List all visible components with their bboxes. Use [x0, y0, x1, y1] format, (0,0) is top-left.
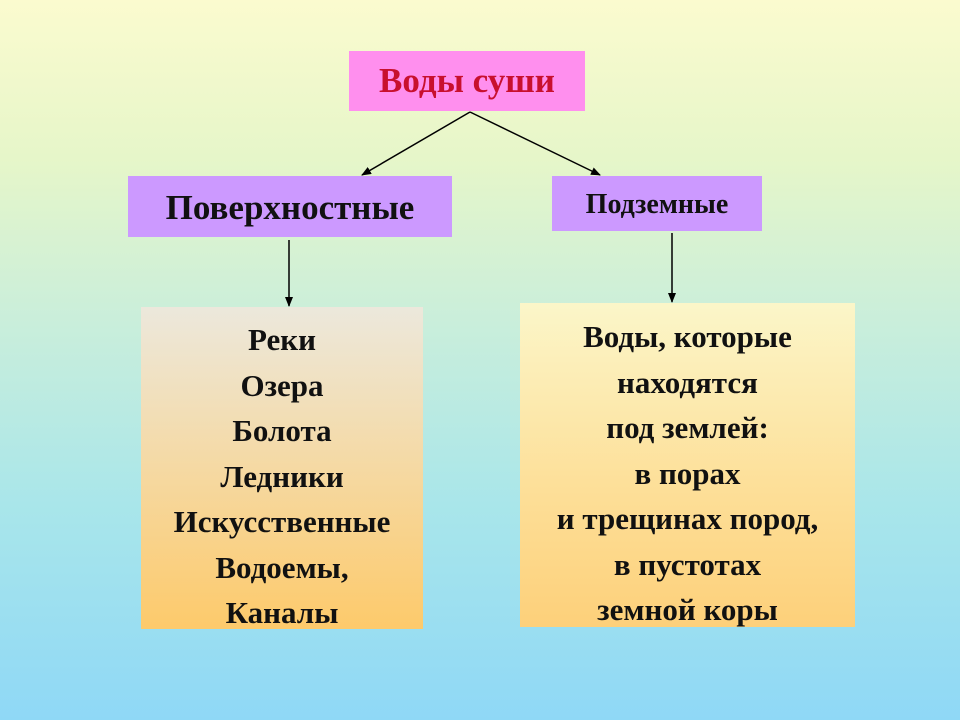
list-item-canals: Каналы: [225, 595, 339, 630]
description-line: в пустотах: [613, 546, 762, 582]
description-line: находятся: [617, 364, 758, 400]
branch-node-underground: Подземные: [552, 176, 762, 231]
root-node-land-waters: Воды суши: [349, 51, 585, 111]
arrow-root-to-surface: [361, 111, 471, 176]
description-line: и трещинах пород,: [556, 501, 819, 536]
arrow-root-to-underground: [469, 111, 601, 176]
list-item-lakes: Озера: [240, 367, 324, 403]
list-item-rivers: Реки: [247, 322, 316, 357]
list-item-swamps: Болота: [232, 413, 332, 448]
list-item-artificial: Искусственные: [173, 504, 391, 539]
description-line: Воды, которые: [583, 319, 792, 354]
description-line: под землей:: [606, 410, 769, 445]
underground-waters-description: Воды, которые находятся под землей: в по…: [520, 303, 855, 627]
list-item-glaciers: Ледники: [220, 458, 344, 494]
surface-waters-list: Реки Озера Болота Ледники Искусственные …: [141, 307, 423, 630]
description-line: в порах: [634, 455, 741, 491]
list-item-reservoirs: Водоемы,: [215, 549, 349, 585]
branch-node-surface: Поверхностные: [128, 176, 452, 237]
description-line: земной коры: [597, 592, 778, 627]
